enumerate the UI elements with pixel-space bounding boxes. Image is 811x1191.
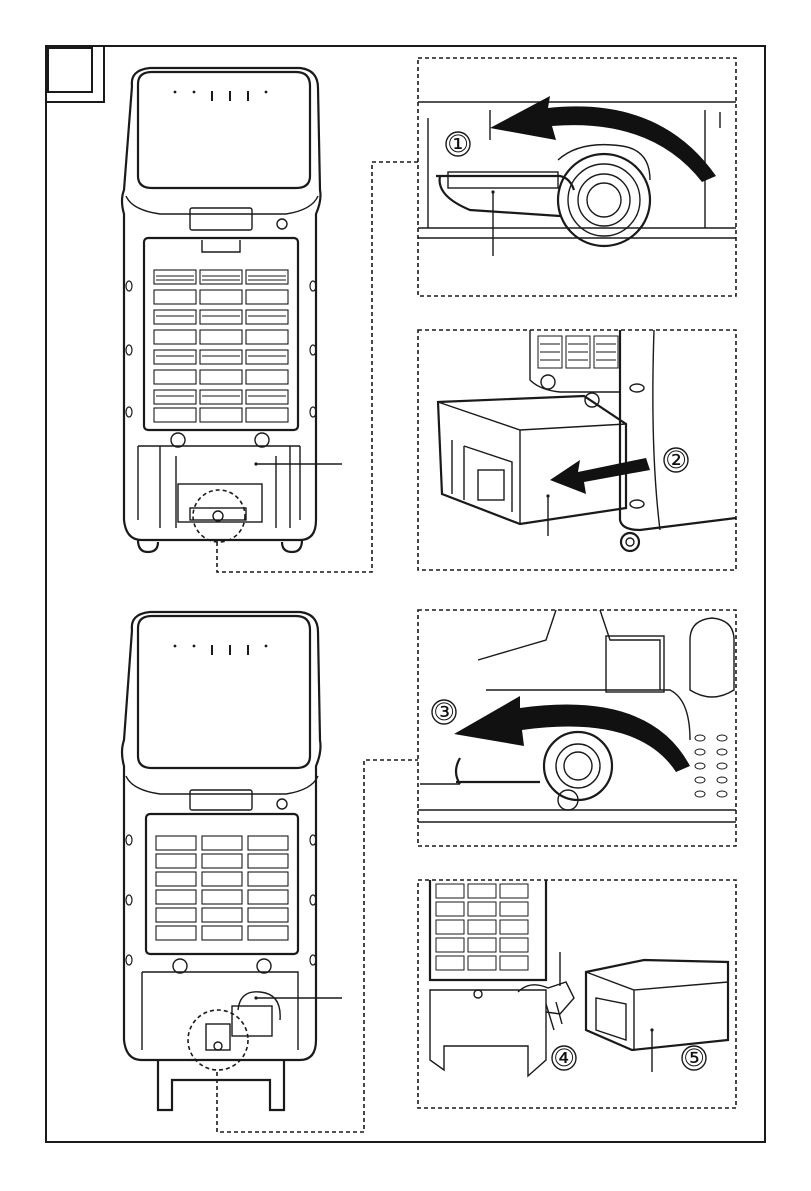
control-buttons bbox=[174, 91, 268, 101]
leader-bottom bbox=[217, 760, 418, 1132]
step-2-label: ② bbox=[665, 446, 687, 474]
cooler-top bbox=[122, 68, 342, 552]
detail-panel-2: ② bbox=[418, 330, 736, 570]
step-5-label: ⑤ bbox=[683, 1044, 705, 1072]
step-3-label: ③ bbox=[433, 698, 455, 726]
detail-panel-3: ③ bbox=[418, 610, 736, 846]
step-4-label: ④ bbox=[553, 1044, 575, 1072]
rotate-arrow-icon bbox=[490, 96, 716, 182]
detail-panel-1: ① bbox=[418, 58, 736, 296]
detail-panel-4-5: ④ ⑤ bbox=[418, 880, 736, 1108]
step-1-label: ① bbox=[447, 130, 469, 158]
page-frame bbox=[46, 46, 765, 1142]
pull-arrow-icon bbox=[550, 458, 650, 494]
drain-plug-top bbox=[190, 490, 246, 542]
cooler-bottom bbox=[122, 612, 342, 1110]
corner-box bbox=[46, 46, 104, 102]
filter-grid bbox=[154, 270, 288, 422]
leader-top bbox=[217, 162, 418, 572]
